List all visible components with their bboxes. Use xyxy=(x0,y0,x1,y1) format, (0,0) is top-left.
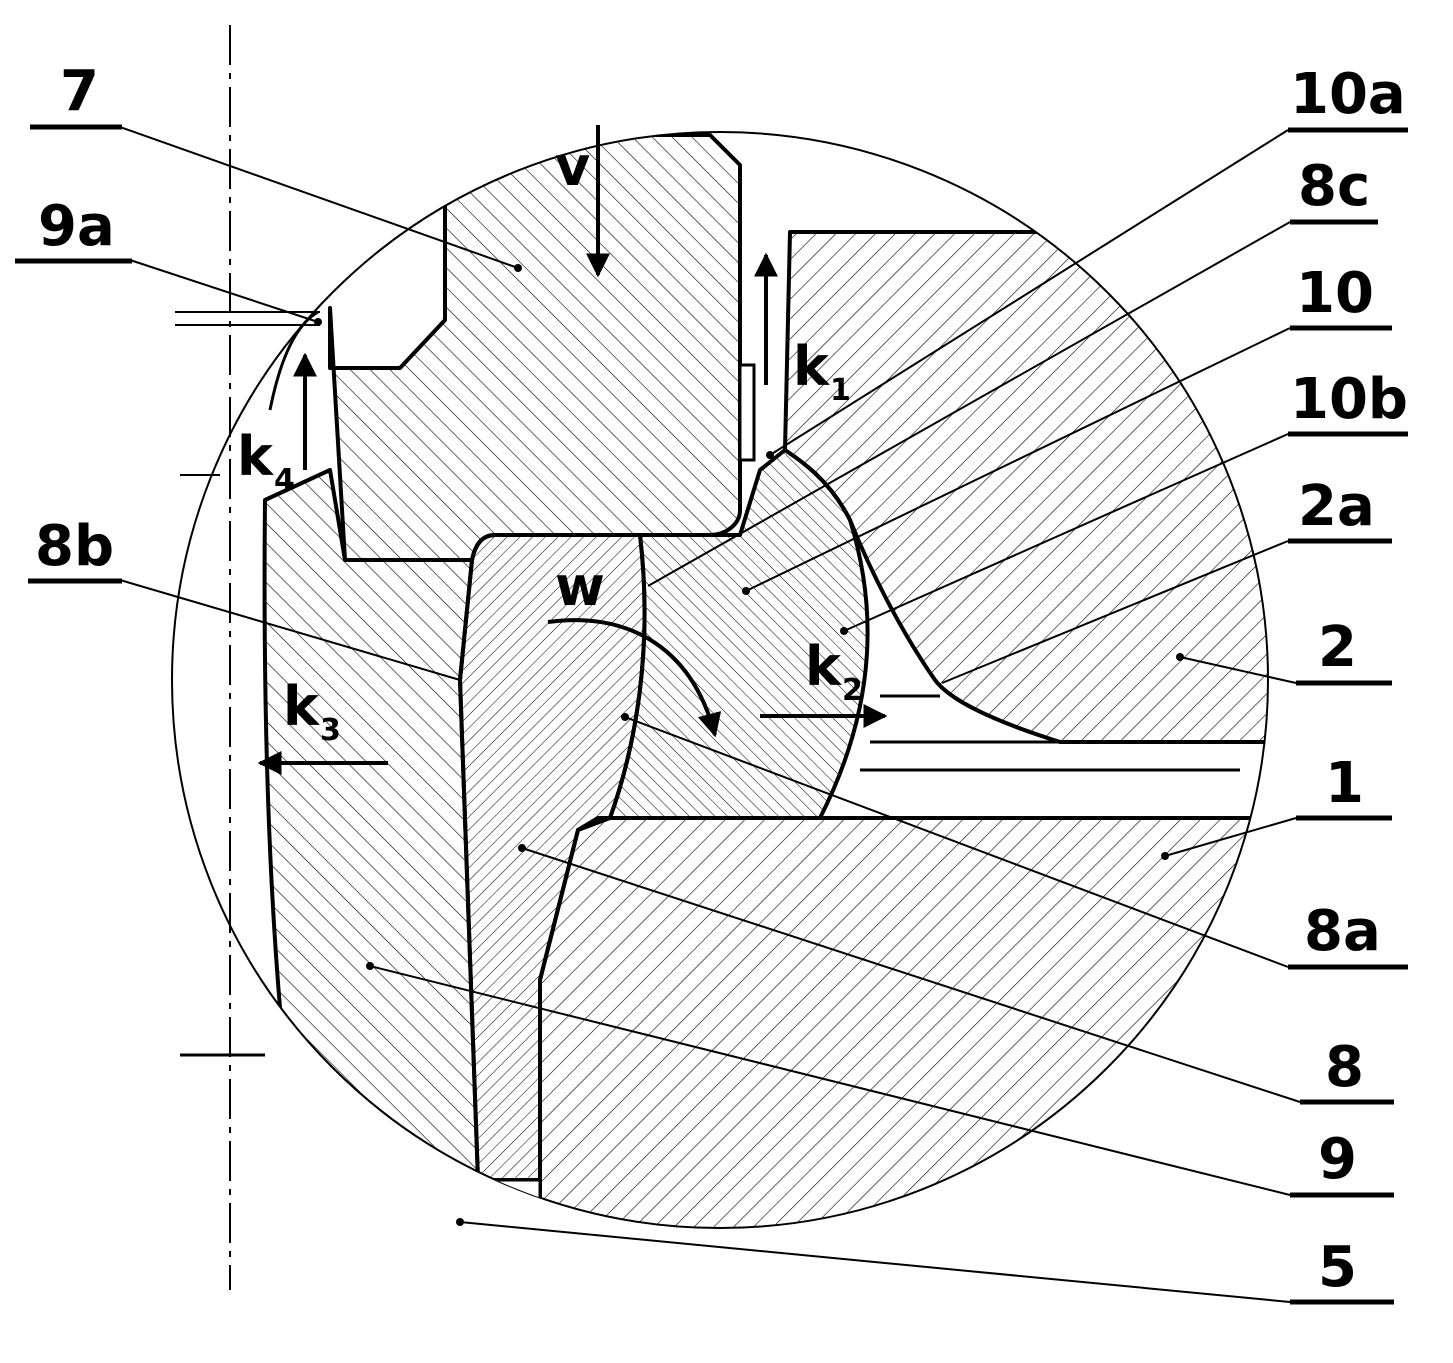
leader-5 xyxy=(459,1221,1291,1303)
label-2a: 2a xyxy=(1298,474,1375,539)
label-5: 5 xyxy=(1318,1235,1357,1300)
leader-10a xyxy=(769,129,1289,456)
dot-9a xyxy=(314,318,322,326)
label-k2-sub: 2 xyxy=(842,673,863,708)
label-v: v xyxy=(555,135,590,198)
label-w: w xyxy=(555,555,605,618)
label-k2: k xyxy=(805,635,842,698)
label-k4-sub: 4 xyxy=(274,463,295,498)
label-k3: k xyxy=(283,675,320,738)
label-2: 2 xyxy=(1318,615,1357,680)
label-8b: 8b xyxy=(35,514,114,579)
dot-5 xyxy=(456,1218,464,1226)
dot-10a xyxy=(766,451,774,459)
leader-1 xyxy=(1164,817,1297,857)
leader-8a xyxy=(624,716,1289,968)
dot-1 xyxy=(1161,852,1169,860)
dot-9 xyxy=(366,962,374,970)
part-9 xyxy=(262,468,480,1182)
leader-9a xyxy=(129,259,319,323)
leader-8c xyxy=(647,221,1291,587)
label-8c: 8c xyxy=(1298,154,1370,219)
label-k4: k xyxy=(237,425,274,488)
arrow-k4-curve xyxy=(268,310,319,411)
label-10a: 10a xyxy=(1290,62,1406,127)
label-10: 10 xyxy=(1296,261,1374,326)
label-8: 8 xyxy=(1325,1035,1364,1100)
leader-9 xyxy=(369,965,1291,1196)
arrow-w xyxy=(547,618,722,738)
leader-10b xyxy=(843,433,1289,632)
leader-7 xyxy=(119,126,519,269)
dot-8a xyxy=(621,713,629,721)
label-k1-sub: 1 xyxy=(830,373,851,408)
dot-10 xyxy=(742,587,750,595)
dot-7 xyxy=(514,264,522,272)
label-9a: 9a xyxy=(38,194,115,259)
label-k1: k xyxy=(793,335,830,398)
leader-8b xyxy=(119,579,461,681)
dot-8 xyxy=(518,844,526,852)
leader-10 xyxy=(745,327,1291,592)
leader-2a xyxy=(941,540,1289,684)
label-9: 9 xyxy=(1318,1127,1357,1192)
dot-2 xyxy=(1176,653,1184,661)
part-5 xyxy=(296,1178,542,1228)
part-7 xyxy=(328,133,742,562)
label-10b: 10b xyxy=(1290,367,1408,432)
label-8a: 8a xyxy=(1304,899,1381,964)
label-k3-sub: 3 xyxy=(320,713,341,748)
dot-10b xyxy=(840,627,848,635)
label-7: 7 xyxy=(60,59,99,124)
leader-2 xyxy=(1179,656,1297,684)
part-10 xyxy=(608,448,870,820)
channel-k1 xyxy=(738,363,756,462)
label-1: 1 xyxy=(1325,751,1364,816)
leader-8 xyxy=(521,847,1301,1103)
